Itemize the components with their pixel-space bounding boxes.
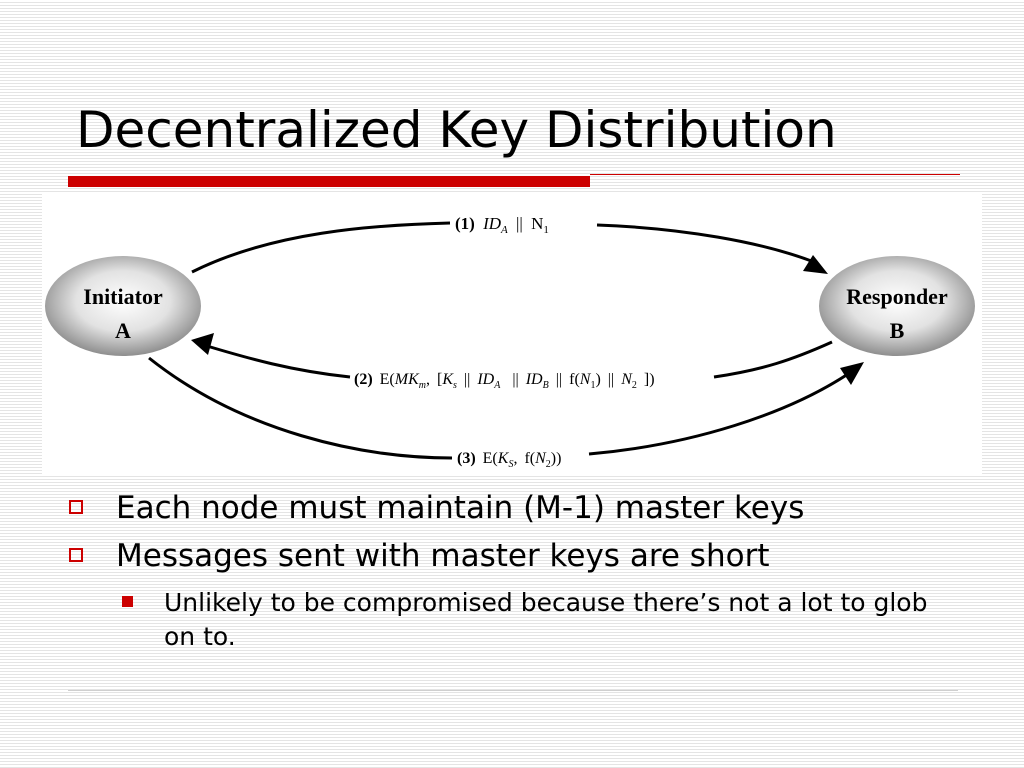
m3-ks-sub: S — [508, 459, 513, 470]
m2-mk-sub: m — [419, 380, 426, 391]
message-2-label: (2) E(MKm, [Ks || IDA || IDB || f(N1) ||… — [354, 371, 655, 392]
arrow-1-right-segment — [596, 223, 815, 264]
m1-id: ID — [482, 214, 502, 233]
filled-square-bullet-icon — [122, 596, 133, 607]
m3-n2: N — [534, 450, 547, 467]
sub-bullet-text: Unlikely to be compromised because there… — [164, 588, 928, 651]
m2-n2-sub: 2 — [632, 380, 637, 391]
m1-step: (1) — [455, 214, 475, 233]
m1-id-sub: A — [500, 224, 508, 236]
m2-comma: , — [426, 371, 430, 388]
responder-label: Responder — [846, 284, 948, 309]
m2-ida: ID — [476, 371, 494, 388]
m3-f-open: f( — [524, 450, 535, 467]
initiator-label: Initiator — [83, 284, 163, 309]
arrow-2-left-segment — [206, 344, 351, 379]
bullet-item: Each node must maintain (M-1) master key… — [64, 490, 964, 526]
hollow-square-bullet-icon — [69, 548, 83, 562]
initiator-ellipse — [45, 256, 201, 356]
m3-enc: E( — [483, 450, 498, 467]
m3-n2-sub: 2 — [546, 459, 551, 470]
initiator-letter: A — [115, 318, 131, 343]
arrow-1-left-segment — [191, 221, 451, 274]
m2-n1-sub: 1 — [590, 380, 595, 391]
m2-sep-3: || — [556, 371, 562, 388]
message-1-label: (1) IDA || N1 — [455, 214, 549, 237]
arrow-2-head-icon — [191, 333, 214, 355]
arrow-3-left-segment — [148, 356, 453, 460]
m2-sep-4: || — [608, 371, 614, 388]
title-underline — [68, 174, 960, 188]
arrow-3-head-icon — [840, 362, 864, 385]
m2-ida-sub: A — [493, 380, 501, 391]
message-2-arrow — [191, 333, 833, 379]
initiator-node: Initiator A — [45, 256, 201, 356]
m2-ks: K — [441, 371, 454, 388]
title-underline-thick — [68, 176, 590, 187]
m2-n1: N — [579, 371, 592, 388]
m2-f-close: ) — [595, 371, 600, 388]
bullet-item: Messages sent with master keys are short — [64, 538, 964, 574]
m2-open: [ — [437, 371, 442, 388]
hollow-square-bullet-icon — [69, 500, 83, 514]
bullet-list: Each node must maintain (M-1) master key… — [64, 490, 964, 654]
m2-f-open: f( — [569, 371, 580, 388]
slide-title: Decentralized Key Distribution — [76, 101, 837, 159]
arrow-1-head-icon — [803, 255, 828, 274]
message-1-arrow — [191, 221, 828, 274]
m3-comma: , — [513, 450, 517, 467]
sub-bullet-item: Unlikely to be compromised because there… — [64, 586, 964, 654]
m2-sep-2: || — [512, 371, 518, 388]
m2-n2: N — [620, 371, 633, 388]
bullet-text: Messages sent with master keys are short — [116, 538, 770, 574]
m2-mk: MK — [394, 371, 420, 388]
m2-idb: ID — [525, 371, 543, 388]
responder-node: Responder B — [819, 256, 975, 356]
title-underline-thin — [590, 174, 960, 175]
arrow-3-right-segment — [588, 372, 849, 456]
m3-ks: K — [497, 450, 510, 467]
key-distribution-diagram: Initiator A Responder B (1) IDA || N1 (2… — [42, 192, 982, 474]
responder-letter: B — [890, 318, 905, 343]
m2-step: (2) — [354, 371, 373, 388]
message-3-label: (3) E(KS, f(N2)) — [457, 450, 561, 470]
message-3-arrow — [148, 356, 864, 460]
bullet-text: Each node must maintain (M-1) master key… — [116, 490, 805, 526]
m1-nonce: N — [531, 214, 543, 233]
responder-ellipse — [819, 256, 975, 356]
m2-ks-sub: s — [453, 380, 457, 391]
m2-enc: E( — [380, 371, 395, 388]
m1-sep: || — [516, 214, 523, 233]
m2-close: ]) — [644, 371, 655, 388]
diagram-svg: Initiator A Responder B (1) IDA || N1 (2… — [45, 214, 975, 470]
footer-divider — [68, 690, 958, 691]
m2-idb-sub: B — [543, 380, 549, 391]
m2-sep-1: || — [464, 371, 470, 388]
arrow-2-right-segment — [713, 340, 833, 379]
m1-nonce-sub: 1 — [543, 224, 549, 236]
m3-step: (3) — [457, 450, 476, 467]
m3-close: )) — [551, 450, 562, 467]
